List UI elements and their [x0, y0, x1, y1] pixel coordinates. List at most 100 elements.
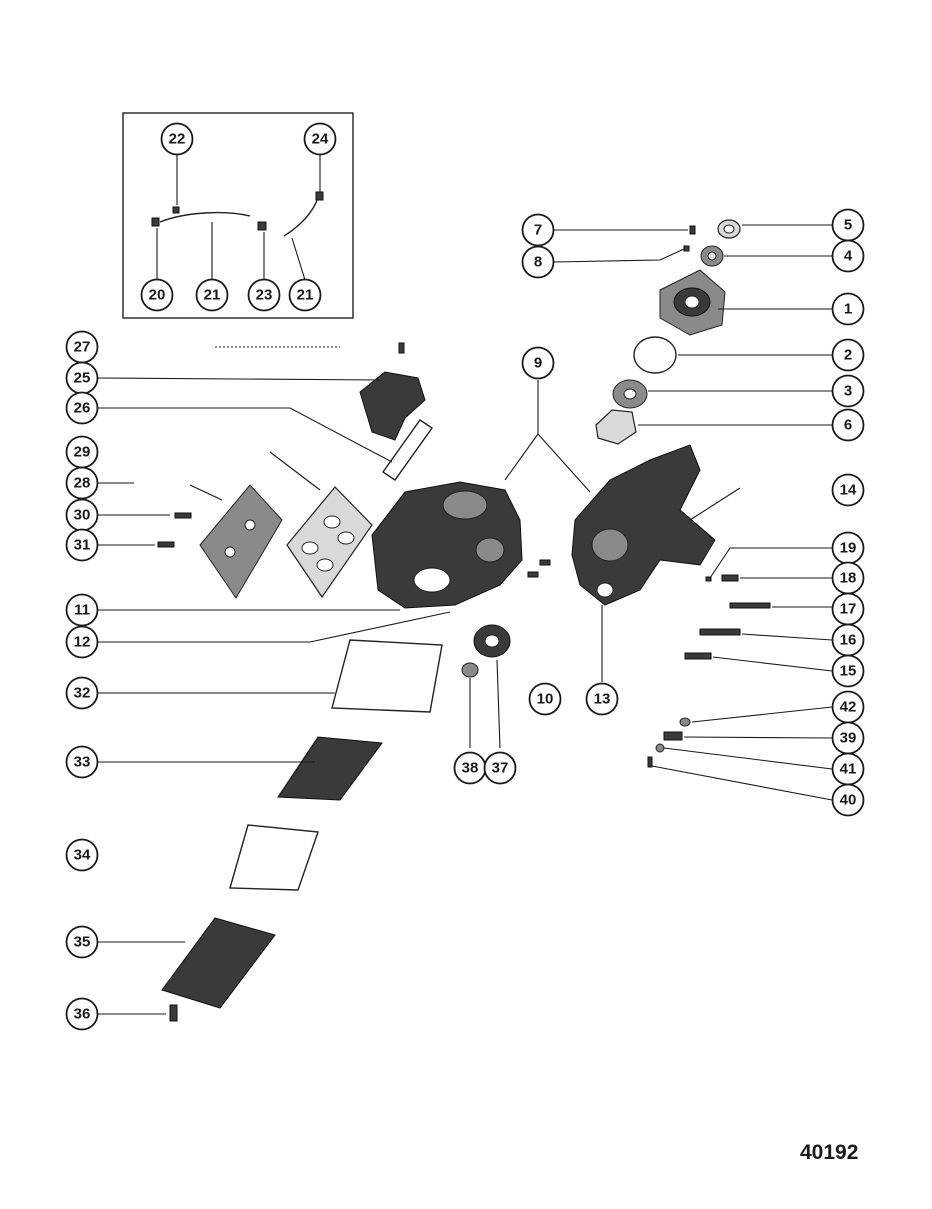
svg-text:9: 9: [534, 355, 542, 372]
bracket-and-gasket: [359, 342, 433, 481]
upper-right-parts: [595, 219, 741, 445]
svg-text:21: 21: [204, 287, 221, 304]
inset-detail-box: [122, 112, 354, 319]
svg-text:14: 14: [840, 482, 857, 499]
callout-1: 1: [831, 292, 865, 326]
svg-text:39: 39: [840, 730, 857, 747]
right-leader-lines: [651, 487, 833, 801]
svg-text:22: 22: [169, 131, 186, 148]
svg-text:15: 15: [840, 663, 857, 680]
callout-21-a: 21: [195, 278, 229, 312]
svg-text:26: 26: [74, 400, 91, 417]
callout-23: 23: [247, 278, 281, 312]
svg-text:40: 40: [840, 792, 857, 809]
callout-20: 20: [140, 278, 174, 312]
svg-text:8: 8: [534, 254, 542, 271]
svg-text:4: 4: [844, 248, 853, 265]
svg-text:32: 32: [74, 685, 91, 702]
callout-6: 6: [831, 408, 865, 442]
callout-17: 17: [831, 592, 865, 626]
callout-14: 14: [831, 473, 865, 507]
svg-text:24: 24: [312, 131, 329, 148]
svg-text:21: 21: [297, 287, 314, 304]
svg-text:36: 36: [74, 1006, 91, 1023]
callout-10: 10: [528, 682, 562, 716]
svg-text:35: 35: [74, 934, 91, 951]
svg-text:29: 29: [74, 444, 91, 461]
center-leader-lines: [469, 380, 603, 749]
svg-text:28: 28: [74, 475, 91, 492]
svg-text:37: 37: [492, 760, 509, 777]
callout-34: 34: [65, 838, 99, 872]
callout-28: 28: [65, 466, 99, 500]
svg-text:42: 42: [840, 699, 857, 716]
svg-text:25: 25: [74, 370, 91, 387]
svg-text:2: 2: [844, 347, 852, 364]
svg-text:20: 20: [149, 287, 166, 304]
crankcase-right-half: [571, 444, 716, 606]
upper-right-leader-lines: [553, 224, 832, 426]
callout-40: 40: [831, 783, 865, 817]
callout-26: 26: [65, 391, 99, 425]
svg-text:11: 11: [74, 602, 90, 619]
svg-text:13: 13: [594, 691, 611, 708]
callout-18: 18: [831, 561, 865, 595]
svg-text:3: 3: [844, 383, 852, 400]
svg-text:18: 18: [840, 570, 857, 587]
svg-text:34: 34: [74, 847, 91, 864]
seals: [461, 559, 551, 678]
inset-leader-lines: [156, 154, 321, 281]
svg-text:1: 1: [844, 301, 852, 318]
callout-13: 13: [585, 682, 619, 716]
crankcase-left-half: [371, 481, 523, 609]
svg-text:30: 30: [74, 507, 91, 524]
callout-22: 22: [160, 122, 194, 156]
svg-text:31: 31: [74, 537, 91, 554]
svg-text:19: 19: [840, 540, 857, 557]
svg-text:38: 38: [462, 760, 479, 777]
callout-16: 16: [831, 623, 865, 657]
callout-32: 32: [65, 676, 99, 710]
svg-text:7: 7: [534, 222, 542, 239]
callout-41: 41: [831, 752, 865, 786]
left-leader-lines: [97, 346, 451, 1015]
svg-text:5: 5: [844, 217, 852, 234]
callout-38: 38: [453, 751, 487, 785]
callout-25: 25: [65, 361, 99, 395]
callout-4: 4: [831, 239, 865, 273]
svg-text:17: 17: [840, 601, 857, 618]
callout-9: 9: [521, 346, 555, 380]
svg-text:6: 6: [844, 417, 852, 434]
svg-text:33: 33: [74, 754, 91, 771]
callout-8: 8: [521, 245, 555, 279]
svg-text:10: 10: [537, 691, 554, 708]
callout-21-b: 21: [288, 278, 322, 312]
callout-37: 37: [483, 751, 517, 785]
callout-29: 29: [65, 435, 99, 469]
callout-12: 12: [65, 625, 99, 659]
reed-plates: [157, 484, 373, 599]
figure-number: 40192: [800, 1141, 859, 1164]
callout-36: 36: [65, 997, 99, 1031]
callout-35: 35: [65, 925, 99, 959]
callout-15: 15: [831, 654, 865, 688]
callout-3: 3: [831, 374, 865, 408]
callout-2: 2: [831, 338, 865, 372]
svg-text:16: 16: [840, 632, 857, 649]
cover-plates: [161, 639, 443, 1022]
svg-text:27: 27: [74, 339, 91, 356]
callout-31: 31: [65, 528, 99, 562]
callout-33: 33: [65, 745, 99, 779]
svg-text:41: 41: [840, 761, 857, 778]
callout-30: 30: [65, 498, 99, 532]
callout-24: 24: [303, 122, 337, 156]
callout-39: 39: [831, 721, 865, 755]
callout-19: 19: [831, 531, 865, 565]
screws-right: [647, 574, 771, 768]
callout-27: 27: [65, 330, 99, 364]
inset-fuel-hose-parts: [151, 191, 324, 237]
callout-42: 42: [831, 690, 865, 724]
svg-text:12: 12: [74, 634, 91, 651]
callout-5: 5: [831, 208, 865, 242]
